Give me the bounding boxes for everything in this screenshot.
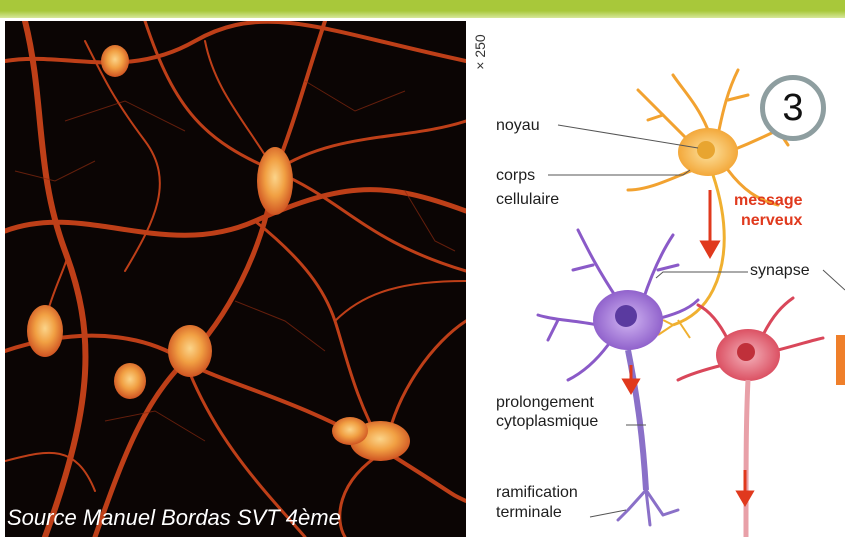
label-message-line2: nerveux bbox=[741, 211, 802, 230]
label-synapse: synapse bbox=[750, 261, 810, 281]
micrograph-image bbox=[5, 21, 466, 537]
label-prolongement-line1: prolongement bbox=[496, 393, 594, 413]
label-ramification-line1: ramification bbox=[496, 483, 578, 503]
label-message-line1: message bbox=[734, 191, 803, 210]
label-corps-line1: corps bbox=[496, 166, 535, 186]
figure-number-badge: 3 bbox=[760, 75, 826, 141]
page-edge-tab bbox=[836, 335, 845, 385]
label-prolongement-line2: cytoplasmique bbox=[496, 412, 598, 432]
header-bar bbox=[0, 0, 845, 18]
label-noyau: noyau bbox=[496, 116, 540, 136]
source-caption: Source Manuel Bordas SVT 4ème bbox=[7, 505, 341, 531]
label-corps-line2: cellulaire bbox=[496, 190, 559, 210]
figure-number: 3 bbox=[782, 87, 803, 129]
label-ramification-line2: terminale bbox=[496, 503, 562, 523]
neuron-micrograph bbox=[5, 21, 466, 537]
